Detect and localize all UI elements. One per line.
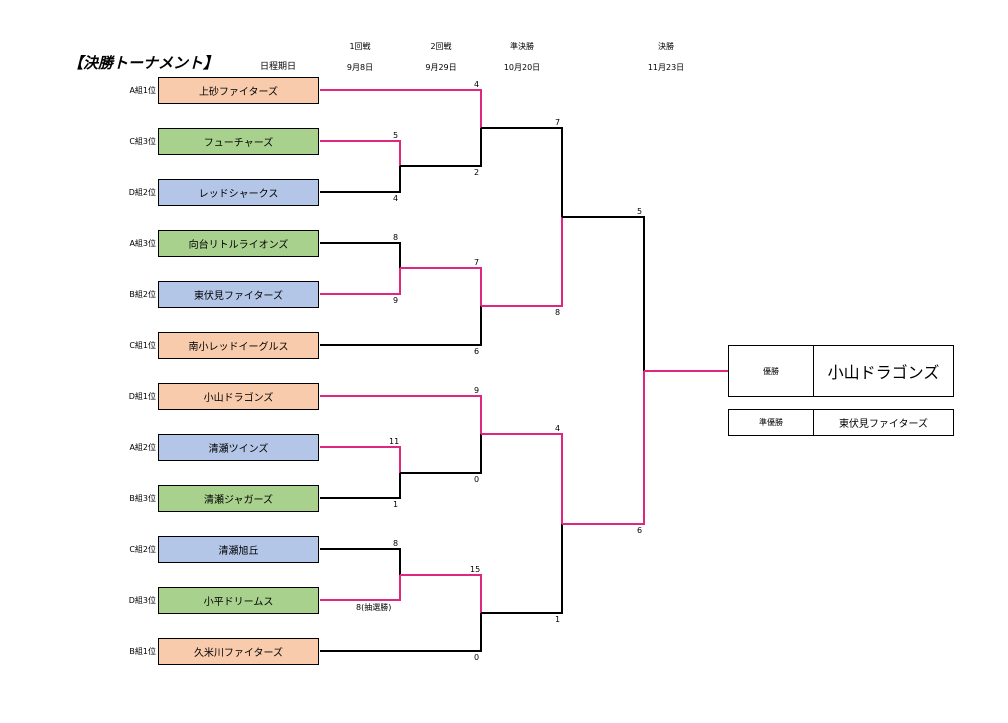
score-label: 15 [470,565,481,574]
team-box: 東伏見ファイターズ [158,281,319,308]
team-box: 向台リトルライオンズ [158,230,319,257]
champion-name: 小山ドラゴンズ [827,363,940,382]
score-label: 5 [637,207,643,216]
r2d-bottom-line [320,613,482,652]
sfb-bottom-line [481,524,563,614]
team-seed: B組1位 [129,647,156,656]
page-title: 【決勝トーナメント】 [68,54,219,72]
r2a-bottom-line [400,128,482,167]
score-label: 4 [393,194,399,203]
team-box: 清瀬ジャガーズ [158,485,319,512]
team-seed: A組3位 [129,239,156,248]
r2a-top-line [320,89,482,128]
score-label: 9 [393,296,399,305]
champion-box: 優勝 小山ドラゴンズ [728,345,954,397]
team-box: 南小レッドイーグルス [158,332,319,359]
team-seed: D組2位 [128,188,156,197]
r1a-bottom-line [320,166,401,193]
team-box: レッドシャークス [158,179,319,206]
score-label: 6 [637,526,643,535]
score-label: 7 [474,258,480,267]
score-label: 9 [474,386,480,395]
r1b-top-line [320,242,401,268]
team-seed: D組3位 [128,596,156,605]
r1d-top-line [320,548,401,575]
team-seed: D組1位 [128,392,156,401]
r2c-top-line [320,395,482,434]
team-seed: C組2位 [129,545,156,554]
score-label: 1 [393,500,399,509]
team-seed: B組3位 [129,494,156,503]
score-label: 2 [474,168,480,177]
round2-name: 2回戦 [430,42,452,51]
team-seed: A組2位 [129,443,156,452]
r1b-bottom-line [320,268,401,295]
round1-date: 9月8日 [346,63,374,72]
score-label: 8 [393,539,399,548]
r2d-top-line [400,574,482,613]
team-seed: C組3位 [129,137,156,146]
team-seed: A組1位 [129,86,156,95]
score-label: 7 [555,118,561,127]
team-box: 久米川ファイターズ [158,638,319,665]
sfa-top-line [481,127,563,217]
score-label: 8(抽選勝) [356,603,392,612]
r1a-top-line [320,140,401,166]
semifinal-date: 10月20日 [503,63,541,72]
champion-label: 優勝 [729,346,814,396]
team-seed: B組2位 [129,290,156,299]
r1c-bottom-line [320,473,401,499]
r2c-bottom-line [400,434,482,474]
score-label: 11 [389,437,400,446]
team-box: 清瀬旭丘 [158,536,319,563]
final-date: 11月23日 [647,63,685,72]
r1c-top-line [320,446,401,473]
score-label: 4 [474,80,480,89]
score-label: 1 [555,615,561,624]
team-box: フューチャーズ [158,128,319,155]
score-label: 0 [474,653,480,662]
runnerup-name: 東伏見ファイターズ [838,419,929,430]
sfa-bottom-line [481,217,563,307]
score-label: 5 [393,131,399,140]
runnerup-label: 準優勝 [729,410,814,435]
round1-name: 1回戦 [349,42,371,51]
sfb-top-line [481,433,563,524]
r2b-bottom-line [320,306,482,346]
r1d-bottom-line [320,575,401,601]
score-label: 4 [555,424,561,433]
score-label: 8 [555,308,561,317]
runnerup-box: 準優勝 東伏見ファイターズ [728,409,954,436]
final-top-line [562,216,645,371]
schedule-label: 日程期日 [260,62,297,72]
score-label: 8 [393,233,399,242]
team-box: 小山ドラゴンズ [158,383,319,410]
semifinal-name: 準決勝 [510,42,534,51]
round2-date: 9月29日 [425,63,457,72]
team-box: 清瀬ツインズ [158,434,319,461]
score-label: 0 [474,475,480,484]
final-bottom-line [562,371,645,525]
team-seed: C組1位 [129,341,156,350]
team-box: 小平ドリームス [158,587,319,614]
r2b-top-line [400,267,482,306]
team-box: 上砂ファイターズ [158,77,319,104]
score-label: 6 [474,347,480,356]
final-name: 決勝 [658,42,674,51]
